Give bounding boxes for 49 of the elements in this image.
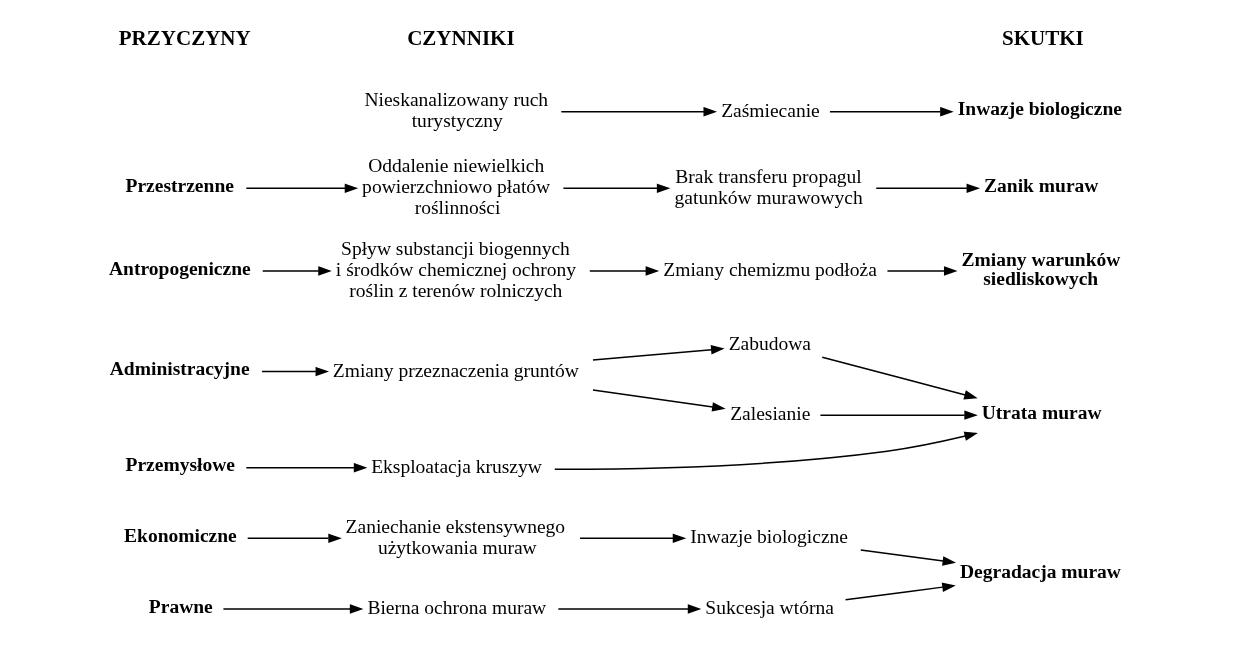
node-text: Antropogeniczne — [108, 257, 251, 279]
node-text: Zmiany chemizmu podłoża — [662, 259, 877, 281]
node-text: Zanik muraw — [983, 174, 1098, 196]
node-text: Przemysłowe — [125, 454, 235, 476]
arrow — [859, 549, 956, 566]
arrow — [828, 106, 954, 117]
arrow — [222, 604, 363, 614]
arrow — [591, 389, 726, 412]
arrow — [591, 345, 725, 361]
arrow — [245, 183, 358, 194]
arrow — [844, 582, 956, 601]
node-text: Zmiany przeznaczenia gruntów — [332, 359, 579, 381]
node-text: Zmiany warunków siedliskowych — [960, 248, 1120, 290]
node-text: Administracyjne — [109, 358, 250, 380]
node-text: Zaniechanie ekstensywnego użytkowania muraw — [345, 515, 565, 558]
arrow — [245, 462, 367, 473]
arrow — [886, 266, 957, 276]
arrow — [578, 533, 686, 544]
arrow — [562, 183, 670, 194]
arrow — [261, 266, 332, 276]
node-text: Eksploatacja kruszyw — [370, 455, 542, 477]
node-text: Nieskanalizowany ruch turystyczny — [363, 89, 548, 132]
node-text: Brak transferu propagul gatunków murawowych — [674, 165, 863, 208]
node-text: Zaśmiecanie — [720, 99, 820, 121]
arrow — [260, 366, 329, 377]
node-text: Sukcesja wtórna — [704, 597, 834, 619]
node-text: Ekonomiczne — [123, 524, 237, 546]
label: PRZYCZYNY — [118, 26, 251, 51]
node-text: Oddalenie niewielkich powierzchniowo płatów roślinności — [361, 155, 550, 219]
node-text: Prawne — [148, 595, 213, 617]
node-text: Degradacja muraw — [959, 560, 1121, 582]
arrow — [588, 266, 659, 276]
arrow — [821, 356, 978, 400]
node-text: Utrata muraw — [981, 401, 1102, 423]
node-text: Zalesianie — [729, 403, 810, 425]
node-text: Bierna ochrona muraw — [366, 597, 546, 619]
arrow — [246, 533, 342, 544]
label: CZYNNIKI — [406, 26, 515, 51]
arrow — [875, 183, 980, 194]
node-text: Przestrzenne — [125, 174, 234, 196]
arrow — [553, 431, 978, 470]
node-text: Zabudowa — [728, 332, 811, 354]
arrow — [557, 604, 701, 614]
label: SKUTKI — [1001, 26, 1084, 51]
node-text: Spływ substancji biogennych i środków chemicznej ochrony roślin z terenów rolniczych — [335, 238, 576, 302]
node-text: Inwazje biologiczne — [689, 526, 848, 548]
node-text: Inwazje biologiczne — [957, 98, 1122, 120]
arrow — [819, 410, 978, 420]
arrow — [560, 106, 717, 117]
